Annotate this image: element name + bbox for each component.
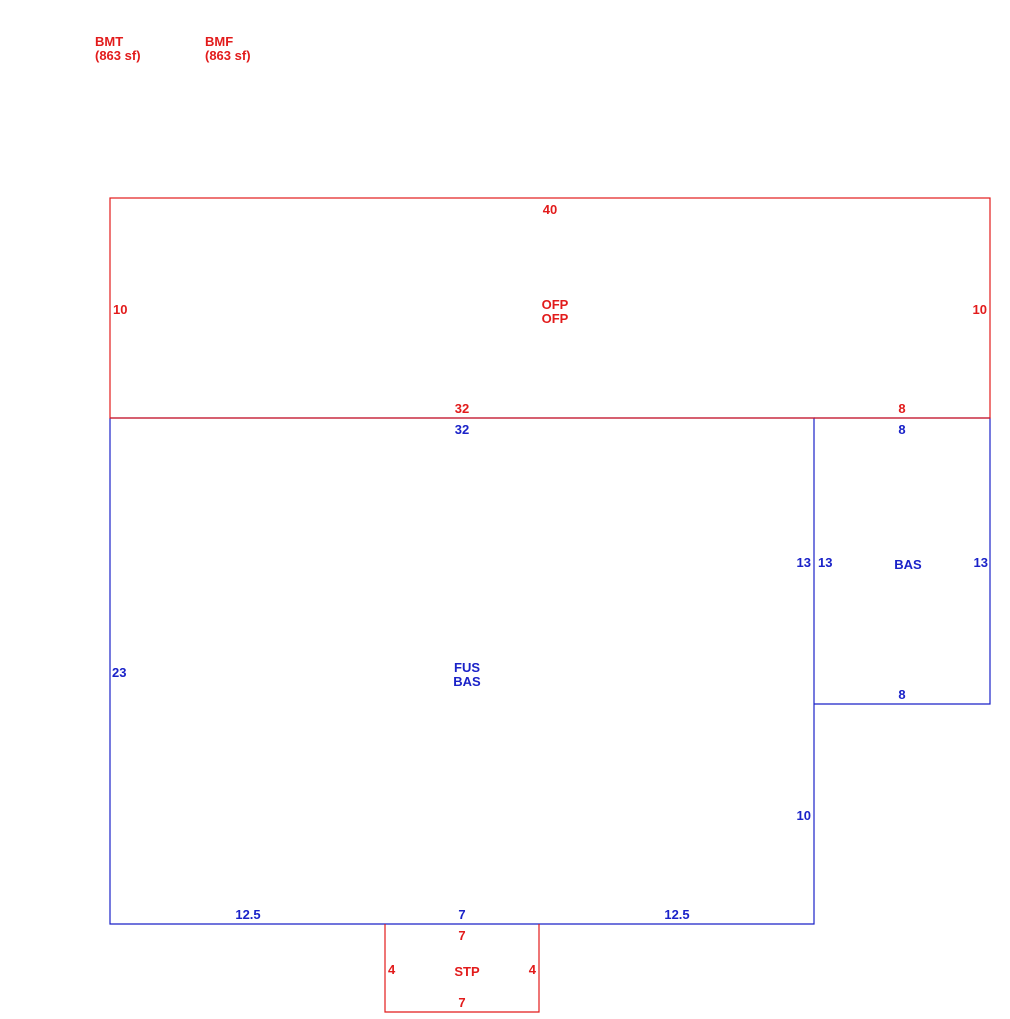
legend: BMT (863 sf) BMF (863 sf) <box>95 34 251 63</box>
main-left-dimension: 23 <box>112 665 126 680</box>
wing-area: 8 13 13 8 BAS <box>814 417 991 705</box>
main-bottom-right-dimension: 12.5 <box>664 907 689 922</box>
porch-right-dimension: 10 <box>973 302 987 317</box>
wing-bottom-dimension: 8 <box>898 687 905 702</box>
porch-top-dimension: 40 <box>543 202 557 217</box>
main-bottom-left-dimension: 12.5 <box>235 907 260 922</box>
porch-bottom-right-dimension: 8 <box>898 401 905 416</box>
stoop-area-label: STP <box>454 964 480 979</box>
stoop-area-outline <box>384 924 540 1013</box>
legend-code-bmt: BMT <box>95 34 123 49</box>
main-area: 32 23 13 10 12.5 7 12.5 FUS BAS <box>109 417 815 925</box>
porch-area-label-2: OFP <box>542 311 569 326</box>
wing-left-dimension: 13 <box>818 555 832 570</box>
stoop-area: 7 4 4 7 STP <box>384 924 540 1013</box>
stoop-left-dimension: 4 <box>388 962 396 977</box>
main-area-label-fus: FUS <box>454 660 480 675</box>
porch-area-label-1: OFP <box>542 297 569 312</box>
wing-right-dimension: 13 <box>974 555 988 570</box>
main-right-lower-dimension: 10 <box>797 808 811 823</box>
wing-area-label: BAS <box>894 557 922 572</box>
wing-top-dimension: 8 <box>898 422 905 437</box>
legend-area-bmt: (863 sf) <box>95 48 141 63</box>
stoop-top-dimension: 7 <box>458 928 465 943</box>
main-top-dimension: 32 <box>455 422 469 437</box>
stoop-bottom-dimension: 7 <box>458 995 465 1010</box>
porch-area: 40 10 10 32 8 OFP OFP <box>109 197 991 419</box>
legend-area-bmf: (863 sf) <box>205 48 251 63</box>
main-area-label-bas: BAS <box>453 674 481 689</box>
porch-bottom-left-dimension: 32 <box>455 401 469 416</box>
porch-left-dimension: 10 <box>113 302 127 317</box>
main-right-upper-dimension: 13 <box>797 555 811 570</box>
porch-area-outline <box>109 197 991 419</box>
legend-code-bmf: BMF <box>205 34 233 49</box>
main-bottom-mid-dimension: 7 <box>458 907 465 922</box>
stoop-right-dimension: 4 <box>529 962 537 977</box>
